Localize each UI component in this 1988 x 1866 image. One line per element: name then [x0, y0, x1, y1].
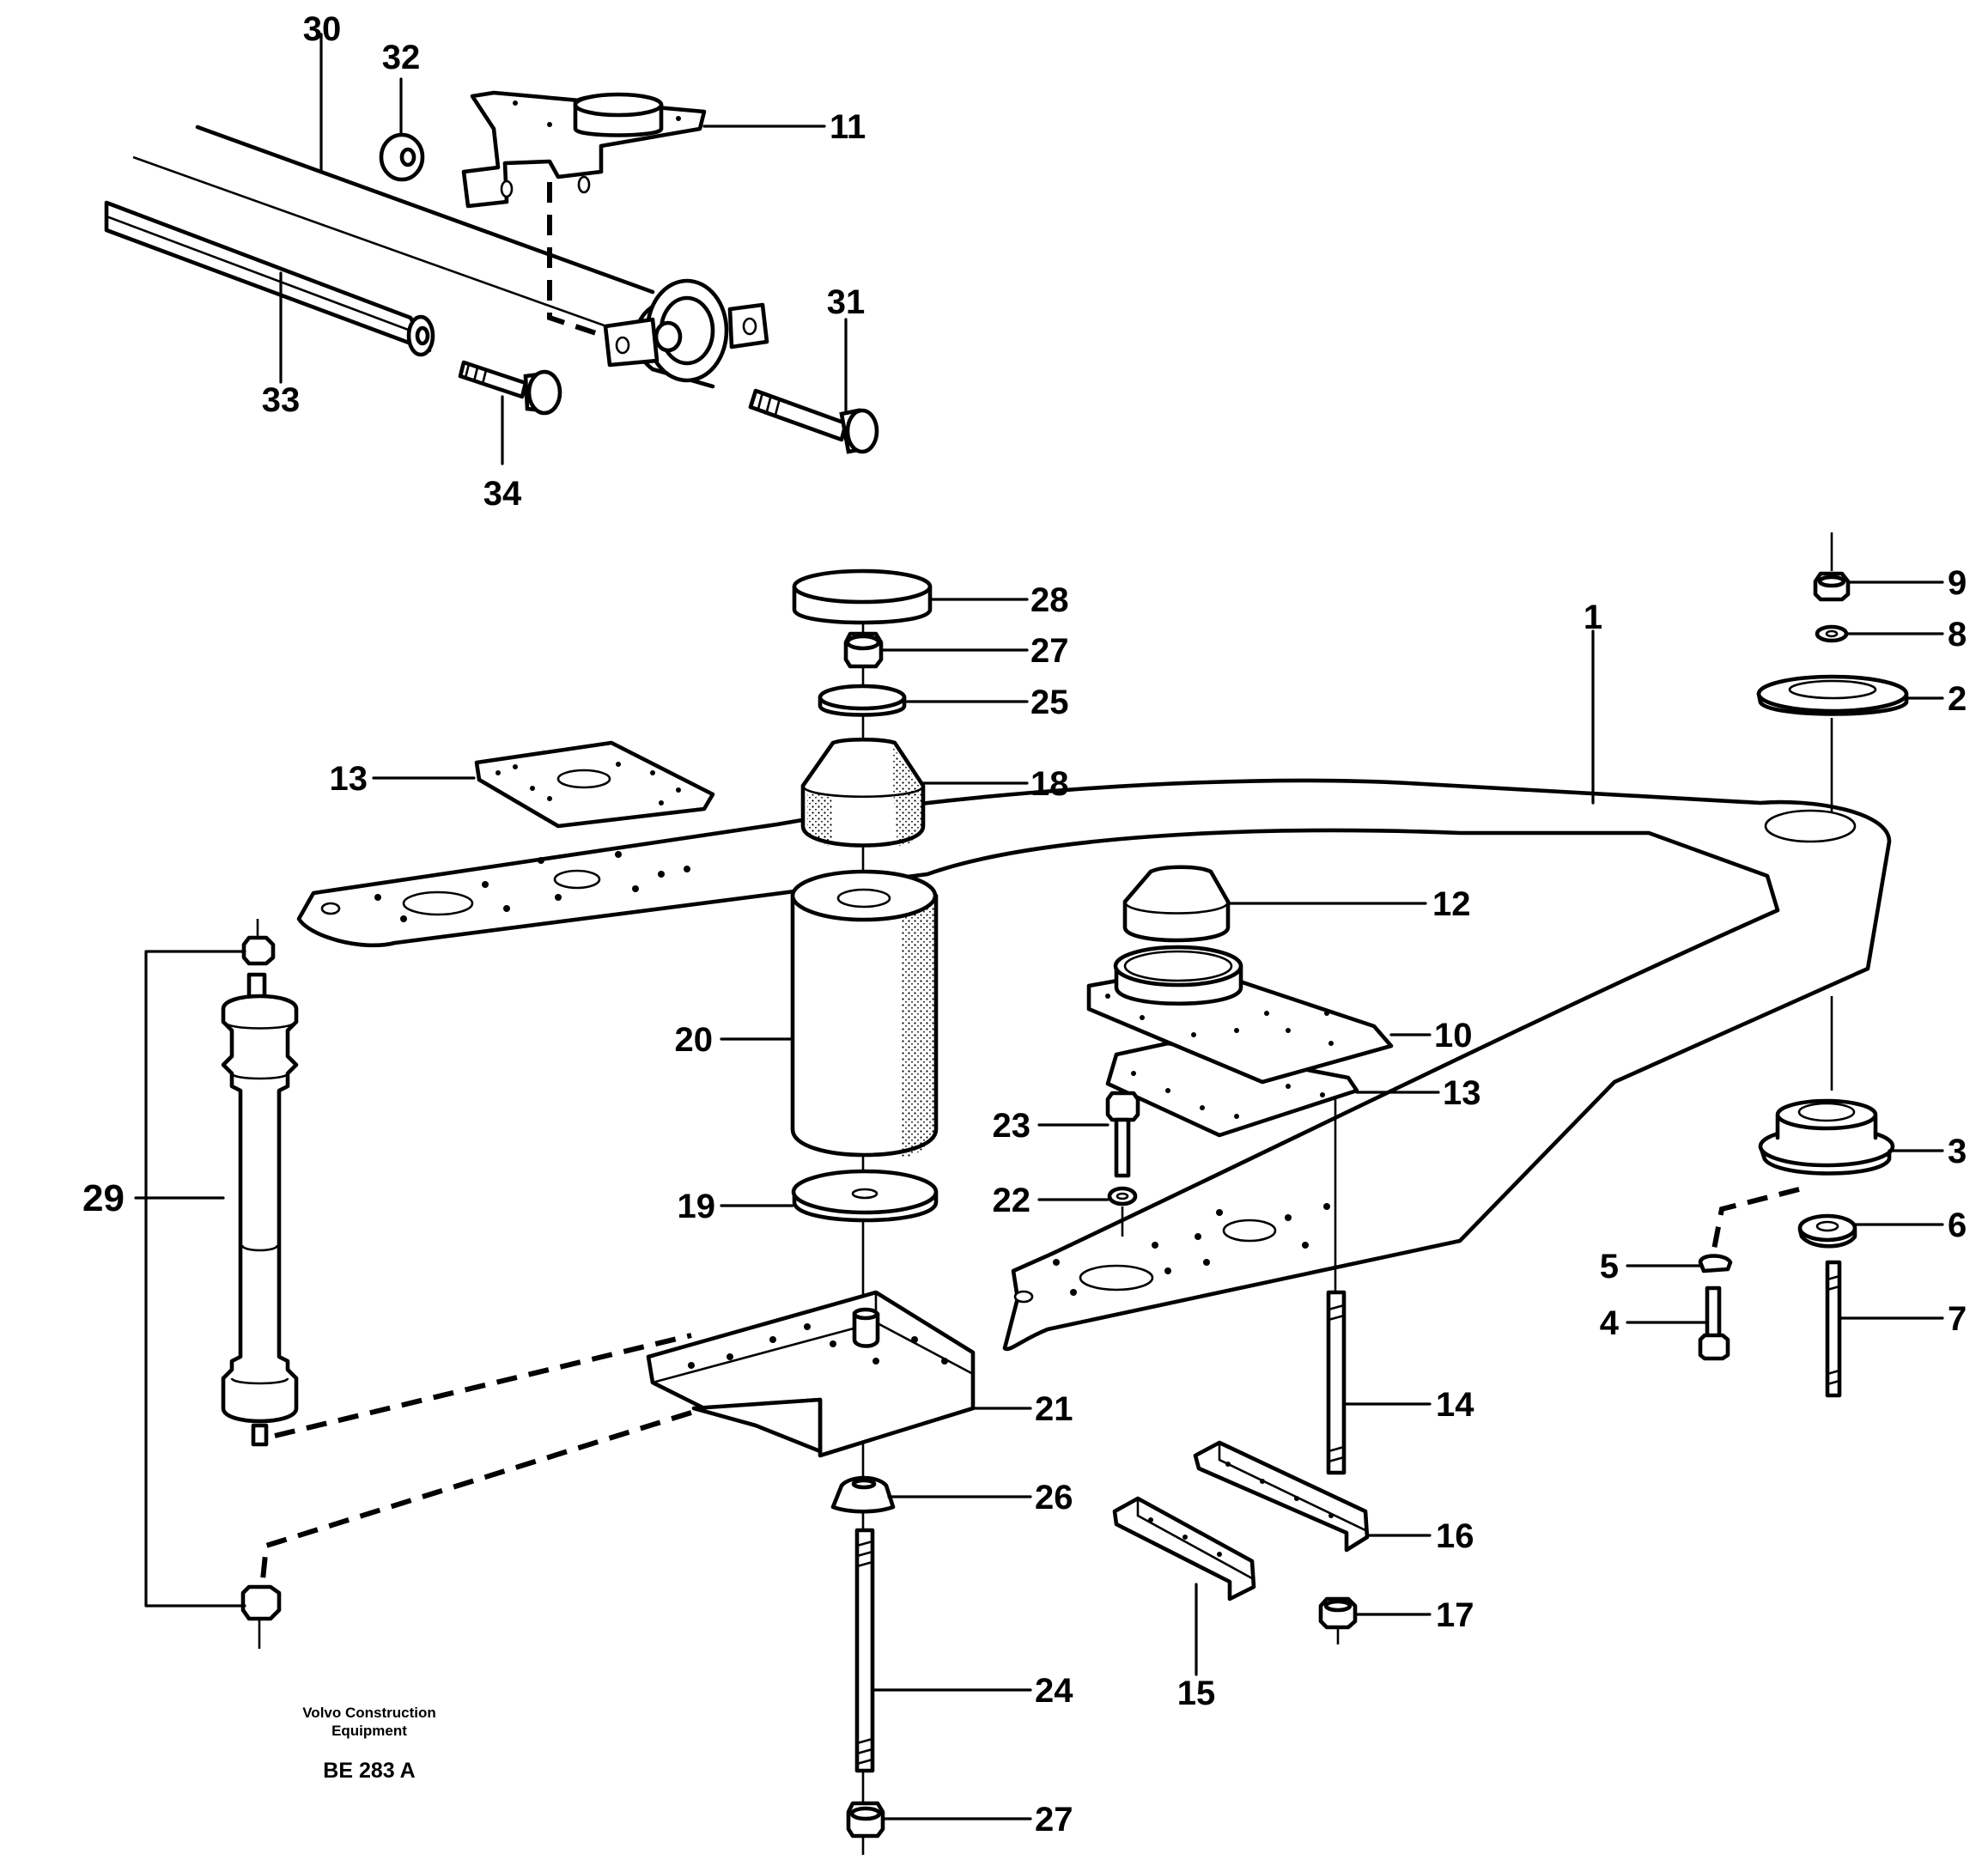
bracket-11 [461, 90, 707, 209]
callout-31: 31 [827, 283, 866, 321]
callout-1: 1 [1584, 599, 1602, 636]
cap-12 [1122, 865, 1231, 943]
callout-14: 14 [1436, 1386, 1474, 1424]
footer-company-line2: Equipment [331, 1723, 407, 1739]
callout-13-upper: 13 [330, 760, 368, 798]
bolt-23 [1105, 1091, 1140, 1178]
nut-29-lower [240, 1584, 282, 1649]
plate-10 [1086, 945, 1394, 1085]
callout-24: 24 [1035, 1672, 1073, 1710]
callout-10: 10 [1434, 1017, 1473, 1055]
callout-2: 2 [1948, 680, 1967, 718]
dashed-guide-29-upper [274, 1333, 692, 1438]
cone-18 [800, 737, 926, 848]
callout-15: 15 [1177, 1675, 1216, 1712]
bolt-4 [1698, 1286, 1730, 1361]
callout-9: 9 [1948, 564, 1967, 602]
stud-14 [1326, 1290, 1347, 1475]
frame-1-bolt-holes [374, 851, 1330, 1296]
bracket-line-29 [144, 950, 246, 1608]
callout-33: 33 [262, 381, 301, 419]
shock-absorber-29 [221, 919, 299, 1447]
callout-20: 20 [675, 1021, 714, 1059]
washer-32 [379, 132, 425, 182]
channel-15 [1112, 1496, 1256, 1602]
frame-1 [296, 778, 1892, 1352]
drawing-footer: Volvo Construction Equipment BE 283 A [302, 1705, 436, 1783]
callout-19: 19 [678, 1188, 716, 1225]
callout-18: 18 [1030, 765, 1069, 803]
callout-23: 23 [993, 1107, 1031, 1145]
nut-9 [1813, 571, 1851, 602]
dashed-guide-29-lower [259, 1410, 692, 1589]
callout-12: 12 [1432, 885, 1471, 923]
callout-27-lower: 27 [1035, 1801, 1073, 1839]
callout-21: 21 [1035, 1390, 1073, 1428]
callout-26: 26 [1035, 1479, 1073, 1517]
washer-25 [818, 684, 907, 717]
bushing-assembly [603, 278, 769, 389]
callout-labels: 30 32 11 31 33 34 28 27 25 18 13 1 9 8 2… [82, 10, 1967, 1839]
callout-13-lower: 13 [1443, 1074, 1481, 1112]
nut-27-upper [843, 631, 884, 669]
callout-5: 5 [1600, 1248, 1619, 1286]
cup-2 [1756, 674, 1909, 716]
washer-8 [1815, 624, 1849, 643]
callout-30: 30 [303, 10, 342, 48]
washer-22 [1107, 1186, 1138, 1207]
callout-7: 7 [1948, 1300, 1967, 1338]
callout-32: 32 [382, 39, 421, 76]
washer-6 [1797, 1213, 1857, 1249]
washer-19 [791, 1169, 939, 1223]
tube-33 [104, 200, 435, 357]
clip-5 [1698, 1254, 1733, 1273]
nut-17 [1318, 1596, 1358, 1644]
callout-34: 34 [483, 475, 522, 513]
leader-lines [279, 33, 1944, 1820]
footer-drawing-code: BE 283 A [323, 1759, 415, 1783]
callout-3: 3 [1948, 1133, 1967, 1170]
nut-27-lower [846, 1801, 885, 1839]
callout-4: 4 [1600, 1304, 1620, 1342]
cap-28 [792, 568, 933, 625]
footer-company-line1: Volvo Construction [302, 1705, 436, 1721]
stud-7 [1825, 1260, 1842, 1398]
plate-13-upper [474, 740, 715, 829]
cylinder-20 [790, 869, 939, 1158]
callout-8: 8 [1948, 616, 1967, 653]
callout-17: 17 [1436, 1596, 1474, 1634]
dashed-guide-5 [1711, 1187, 1800, 1255]
bolt-31 [748, 388, 879, 454]
callout-25: 25 [1030, 684, 1069, 721]
mount-3 [1758, 1098, 1895, 1176]
cap-26 [830, 1475, 896, 1514]
callout-27-upper: 27 [1030, 632, 1069, 670]
rod-30 [132, 125, 655, 338]
bracket-21 [646, 1290, 976, 1458]
dashed-guide-11 [547, 182, 602, 337]
callout-11: 11 [830, 108, 866, 146]
callout-6: 6 [1948, 1207, 1967, 1244]
callout-22: 22 [993, 1182, 1031, 1219]
bolt-34 [458, 360, 562, 416]
callout-28: 28 [1030, 581, 1069, 619]
stud-24 [854, 1528, 875, 1773]
callout-16: 16 [1436, 1517, 1474, 1555]
channel-16 [1193, 1440, 1370, 1553]
callout-29: 29 [82, 1177, 125, 1219]
